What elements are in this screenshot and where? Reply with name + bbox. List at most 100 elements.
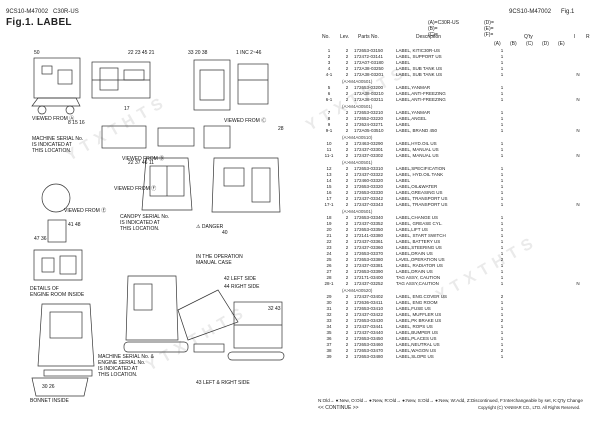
row-qty-d	[542, 128, 558, 134]
row-lev: 2	[345, 60, 349, 65]
row-lev: 2	[345, 269, 349, 274]
row-no: 37	[326, 342, 332, 347]
row-qty-a: 1	[500, 300, 504, 305]
row-lev: 2	[345, 172, 349, 177]
row-no: 16	[326, 190, 332, 195]
row-description: LABEL,PK BRAKE US	[396, 318, 442, 323]
row-qty-a: 1	[500, 172, 504, 177]
row-description: LABEL, ROPS US	[396, 324, 433, 329]
row-qty-c	[526, 153, 542, 159]
row-part-no: 172437-03302	[354, 153, 384, 158]
row-description: LABEL,ANTI-FREEZING	[396, 91, 446, 96]
row-qty-a: 1	[500, 245, 504, 250]
svg-text:1 INC 2~46: 1 INC 2~46	[236, 50, 262, 56]
svg-text:41 48: 41 48	[68, 222, 81, 228]
group-note-text: (A>M4A00501)	[342, 209, 373, 214]
row-description: LABEL, SUB TANK US	[396, 72, 443, 77]
row-lev: 2	[345, 147, 349, 152]
row-part-no: 172653-03470	[354, 348, 384, 353]
svg-text:33 20 38: 33 20 38	[188, 50, 208, 56]
svg-text:8 15 16: 8 15 16	[68, 120, 85, 126]
row-lev: 2	[345, 54, 349, 59]
row-qty-a: 1	[500, 354, 504, 359]
row-lev: 2	[345, 300, 349, 305]
row-lev: 2	[345, 116, 349, 121]
row-part-no: 172653-03410	[354, 306, 384, 311]
canopy-serial-note: CANOPY SERIAL No.	[120, 214, 169, 220]
row-qty-a: 1	[500, 54, 504, 59]
row-part-no: 172636-03411	[354, 300, 383, 305]
header-col-d: (D)	[542, 41, 549, 47]
row-qty-a: 1	[500, 275, 504, 280]
row-lev: 2	[345, 184, 349, 189]
row-part-no: 172437-03422	[354, 312, 384, 317]
row-no: 28	[326, 275, 332, 280]
row-description: LABEL,CHANGE US	[396, 215, 439, 220]
header-i: I	[574, 34, 576, 40]
operation-manual-note: IN THE OPERATION	[196, 254, 243, 260]
row-part-no: 172653-03200	[354, 85, 384, 90]
row-lev: 2	[345, 178, 349, 183]
row-part-no: 172653-03150	[354, 48, 384, 53]
row-lev: 2	[345, 233, 349, 238]
row-no: 2	[327, 54, 331, 59]
row-part-no: 172A38-03250	[354, 66, 384, 71]
group-note-text: (A>M4A00501)	[342, 104, 373, 109]
row-part-no: 172653-03460	[354, 342, 384, 347]
engine-room-detail: DETAILS OF	[30, 286, 59, 292]
row-qty-a: 1	[500, 97, 504, 102]
row-no: 19	[326, 221, 332, 226]
svg-text:30 26: 30 26	[42, 384, 55, 390]
row-qty-a: 1	[500, 263, 504, 268]
row-revision: N	[576, 281, 580, 286]
row-no: 32	[326, 312, 332, 317]
row-part-no: 172652-03220	[354, 116, 384, 121]
row-description: LABEL, ENG ROOM	[396, 300, 438, 305]
row-part-no: 172653-03430	[354, 318, 384, 323]
row-description: LABEL, MANUAL US	[396, 153, 439, 158]
svg-text:IS INDICATED AT: IS INDICATED AT	[120, 220, 160, 226]
row-no: 34	[326, 324, 332, 329]
row-lev: 2	[345, 122, 349, 127]
danger-tag: ⚠ DANGER	[196, 224, 224, 230]
model-f: (F)=	[484, 32, 494, 38]
row-lev: 2	[345, 263, 349, 268]
row-revision: N	[576, 128, 580, 133]
row-part-no: 172653-03380	[354, 257, 384, 262]
row-qty-d	[542, 354, 558, 360]
row-lev: 2	[345, 354, 349, 359]
row-qty-a: 1	[500, 215, 504, 220]
row-qty-e	[558, 281, 570, 287]
row-qty-c	[526, 202, 542, 208]
row-qty-a: 1	[500, 196, 504, 201]
row-description: LABEL, BRAND 450	[396, 128, 438, 133]
row-part-no: 172141-03380	[354, 233, 384, 238]
row-part-no: 172437-03322	[354, 172, 384, 177]
table-group-note: (A>M4A00501)	[318, 78, 594, 85]
row-qty-d	[542, 97, 558, 103]
row-description: LABEL, MANUAL US	[396, 147, 439, 152]
row-lev: 2	[345, 72, 349, 77]
row-revision: N	[576, 97, 580, 102]
row-revision: N	[576, 202, 580, 207]
row-lev: 2	[345, 215, 349, 220]
row-part-no: 172653-03390	[354, 269, 384, 274]
